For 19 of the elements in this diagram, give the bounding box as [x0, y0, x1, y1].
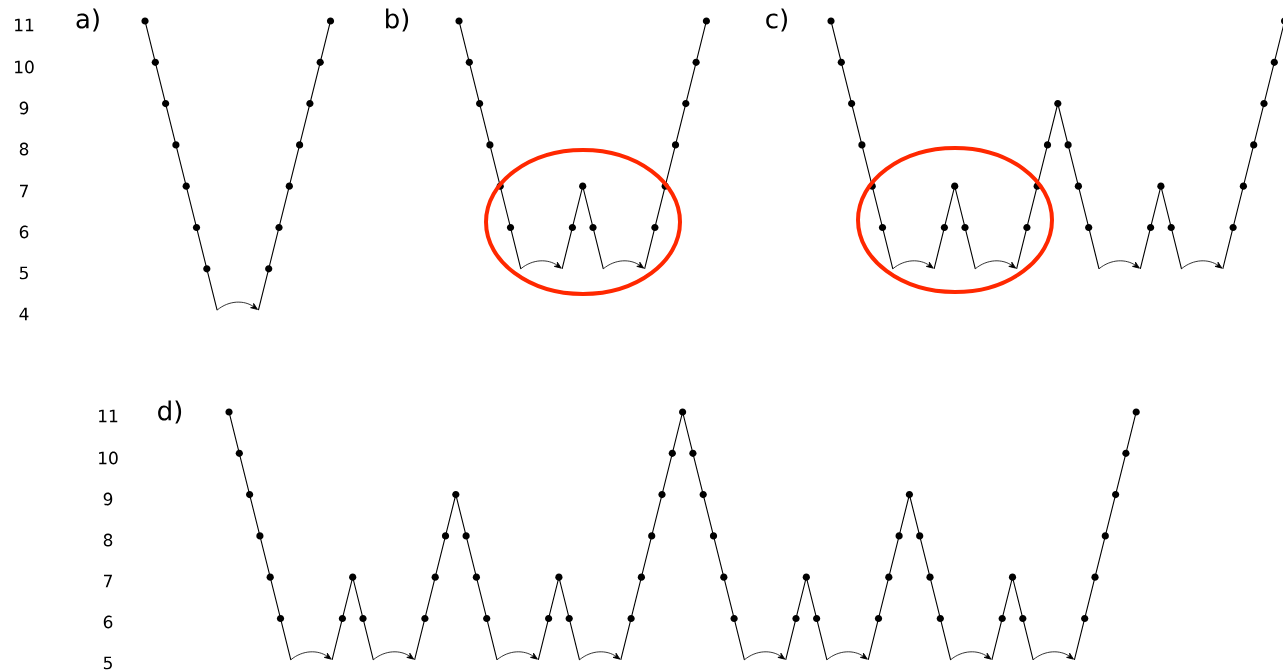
axis-label: 8	[19, 142, 29, 156]
axis-label: 11	[99, 409, 118, 423]
panel-label: d)	[158, 400, 182, 424]
axis-label: 10	[99, 451, 118, 465]
panel-label: a)	[76, 8, 99, 32]
axis-label: 6	[103, 615, 113, 629]
panel-label: b)	[386, 8, 409, 32]
axis-label: 5	[19, 266, 28, 280]
axis-label: 9	[103, 492, 113, 506]
axis-label: 8	[103, 533, 113, 547]
axis-label: 6	[19, 225, 29, 239]
axis-label: 11	[15, 18, 34, 32]
axis-label: 7	[20, 184, 28, 198]
axis-label: 4	[19, 307, 29, 321]
axis-label: 5	[103, 656, 112, 670]
axis-label: 9	[19, 101, 29, 115]
axis-label: 10	[15, 60, 34, 74]
axis-label: 7	[104, 574, 112, 588]
panel-label: c)	[766, 8, 787, 32]
